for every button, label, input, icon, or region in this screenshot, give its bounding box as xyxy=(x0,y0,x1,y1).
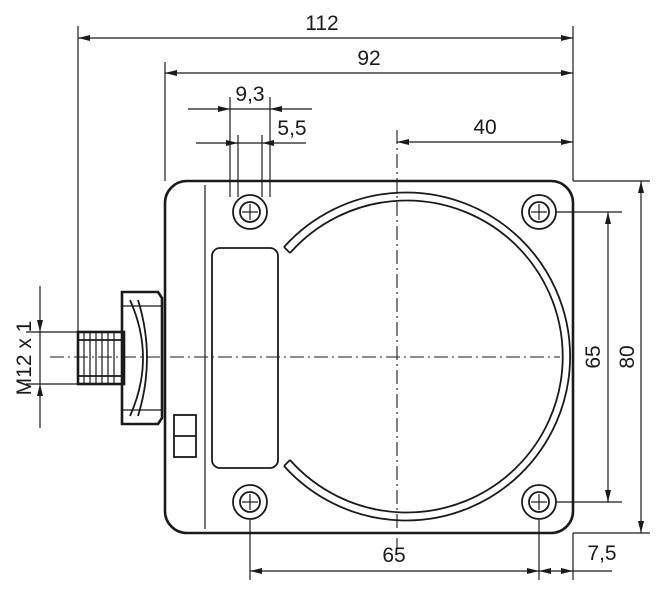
mounting-hole-bottom-right xyxy=(521,484,557,520)
dim-label-92: 92 xyxy=(357,47,380,70)
dim-label-5-5: 5,5 xyxy=(277,117,306,140)
m12-connector xyxy=(76,290,164,426)
mounting-hole-top-right xyxy=(521,194,557,230)
dim-label-40: 40 xyxy=(473,116,496,139)
dimension-overall-width: 112 xyxy=(78,12,573,41)
dimension-hole-small: 5,5 xyxy=(196,117,307,146)
led-indicator xyxy=(173,414,197,458)
dim-label-7-5: 7,5 xyxy=(587,542,616,565)
mounting-hole-bottom-left xyxy=(232,484,268,520)
dim-label-65-horizontal: 65 xyxy=(382,544,405,567)
center-lines xyxy=(50,130,560,548)
dimension-connector-thread: M12 x 1 xyxy=(13,286,43,428)
dimension-hole-vertical: 65 xyxy=(582,212,611,502)
dim-label-80: 80 xyxy=(616,345,639,368)
active-face-arc xyxy=(283,191,571,522)
dimension-housing-height: 80 xyxy=(616,181,644,533)
extension-lines xyxy=(26,26,650,580)
label-window xyxy=(211,247,279,469)
dim-label-112: 112 xyxy=(305,12,338,35)
dim-label-65-vertical: 65 xyxy=(582,345,605,368)
dimension-hole-offset: 9,3 xyxy=(188,83,312,112)
dimension-hole-horizontal: 65 xyxy=(250,544,539,574)
dimension-hole-edge: 7,5 xyxy=(539,542,617,574)
mounting-hole-top-left xyxy=(232,194,268,230)
dimension-face-center: 40 xyxy=(397,116,573,145)
dimension-housing-width: 92 xyxy=(165,47,573,76)
dim-label-m12: M12 x 1 xyxy=(13,321,36,396)
dim-label-9-3: 9,3 xyxy=(235,83,264,106)
